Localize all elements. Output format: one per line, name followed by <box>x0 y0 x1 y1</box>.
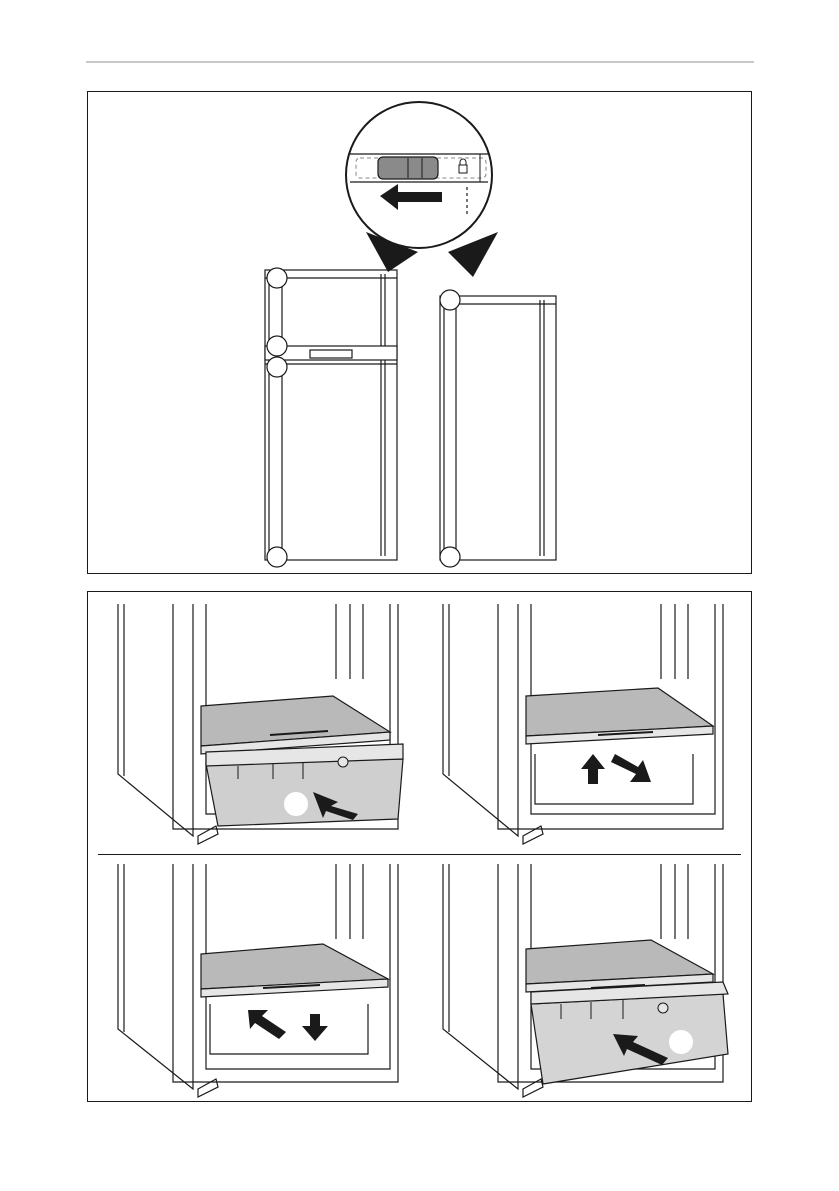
header-rule <box>86 61 754 63</box>
step-remove-drawer <box>98 604 418 849</box>
hinge-circle-1 <box>267 268 287 288</box>
step-marker <box>669 1030 693 1054</box>
arrow-pull-out-icon <box>611 754 651 782</box>
hinge-circle-5 <box>440 290 460 310</box>
hinge-circle-2 <box>267 336 287 356</box>
figure-shelf-drawer-panel <box>87 591 752 1102</box>
step-insert-drawer <box>423 864 743 1099</box>
arrow-down-icon <box>302 1014 328 1041</box>
two-door-fridge-front <box>265 268 397 567</box>
figure-door-lock-panel <box>87 91 752 574</box>
hinge-circle-6 <box>440 547 460 567</box>
single-door-fridge-front <box>440 290 556 567</box>
step-lift-and-pull-shelf <box>423 604 743 849</box>
door-lock-illustration <box>88 92 751 573</box>
arrow-push-back-icon <box>248 1010 286 1039</box>
step-reposition-shelf <box>98 864 418 1099</box>
arrow-up-icon <box>581 754 605 784</box>
step-marker <box>284 792 308 816</box>
crisper-drawer <box>206 759 403 826</box>
hinge-circle-4 <box>267 547 287 567</box>
hinge-circle-3 <box>267 357 287 377</box>
step-divider <box>98 854 741 855</box>
